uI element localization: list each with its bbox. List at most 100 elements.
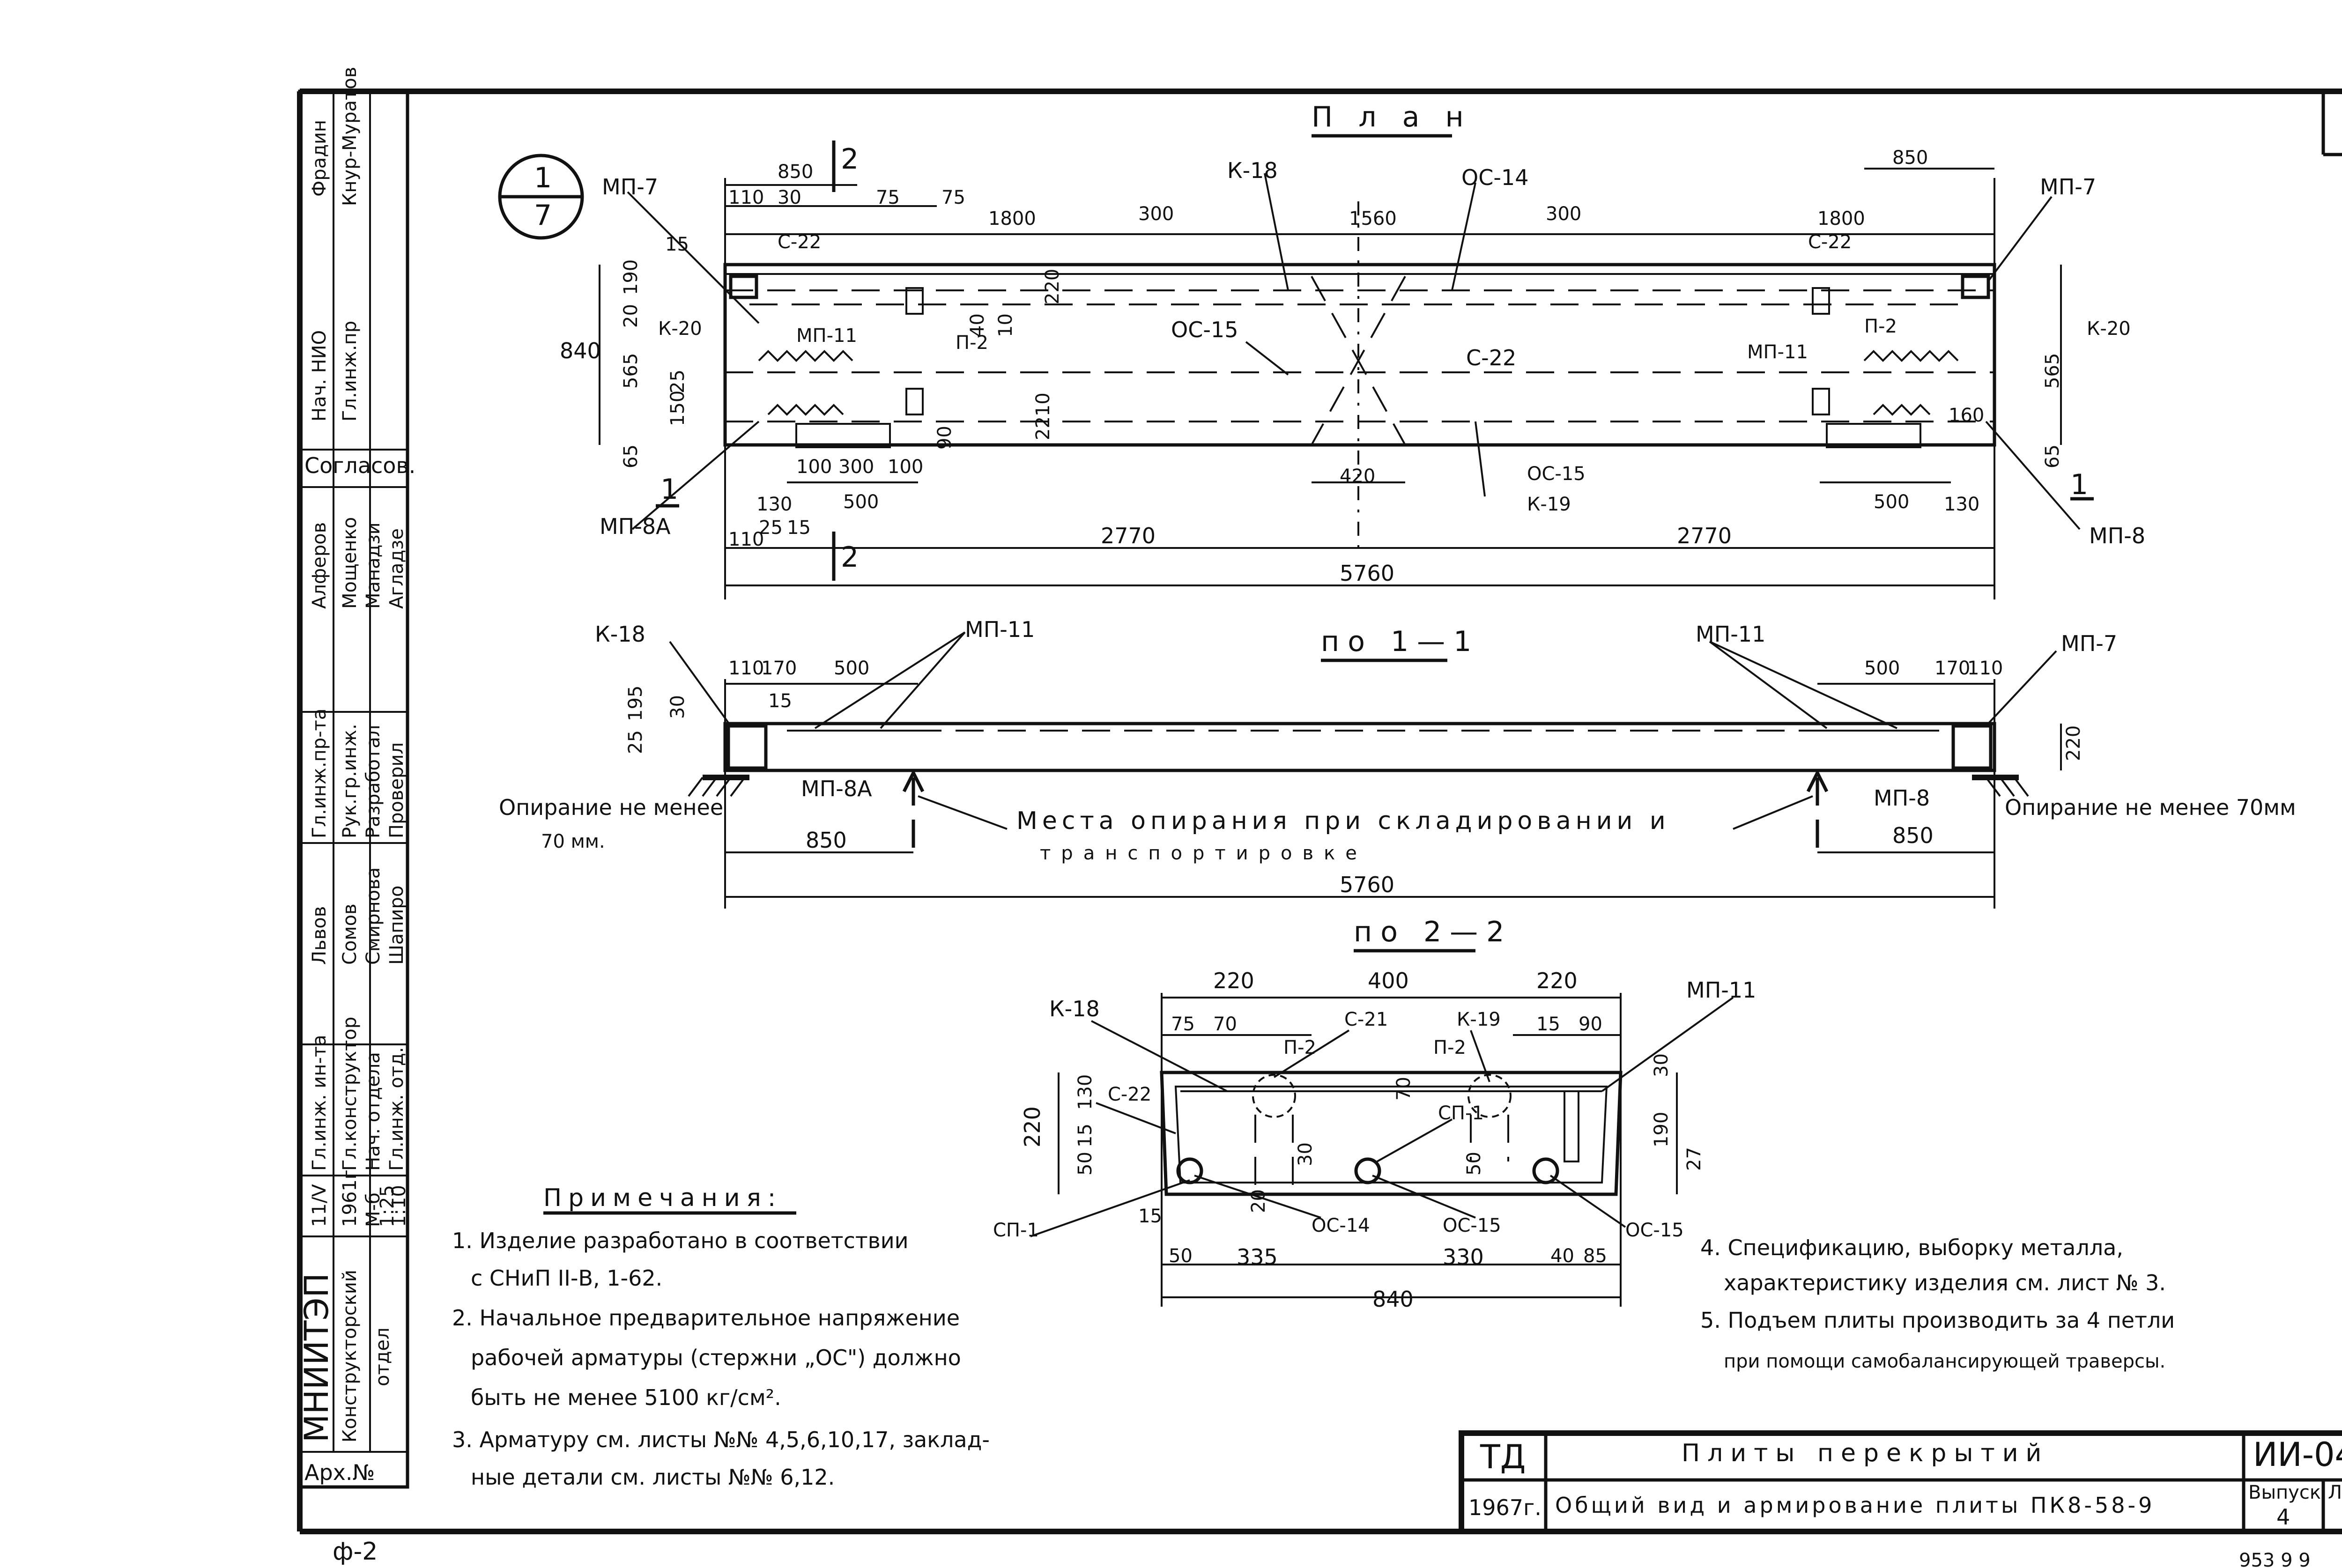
plan-callout-bottom: 7	[534, 199, 552, 232]
section22-title: по 2—2	[1354, 916, 1512, 948]
stamp-role-2: Нач. отдела	[363, 1052, 384, 1171]
plan-callout: 1 7	[498, 154, 584, 240]
plan-dim-850-r: 850	[1892, 147, 1928, 169]
section11-dims: 110 170 500 30 15 25 195 850 850 5760 22…	[625, 658, 2084, 897]
s22-label-p2b: П-2	[1433, 1037, 1466, 1058]
stamp-scale-3: 1:10	[388, 1185, 410, 1227]
plan-dim-40: 40	[967, 313, 988, 337]
stamp-name-3: Шапиро	[386, 886, 408, 965]
s11-label-k18: К-18	[595, 621, 645, 647]
s11-label-mp7: МП-7	[2061, 631, 2117, 656]
s22-dim-90: 90	[1579, 1013, 1602, 1035]
stamp-arch: Арх.№	[304, 1460, 375, 1485]
stamp-name-8: Фрадин	[309, 120, 330, 197]
s11-support-left-1: Опирание не менее	[499, 795, 723, 820]
s22-label-sp1a: СП-1	[1438, 1102, 1484, 1124]
plan-dim-850-l: 850	[778, 161, 813, 183]
section11-title: по 1—1	[1321, 625, 1480, 658]
plan-section-mark-s2-bottom: 2	[841, 541, 859, 574]
s22-dim-40: 40	[1550, 1245, 1574, 1267]
notes-title: Примечания:	[543, 1184, 782, 1212]
plan-label-mp8a: МП-8А	[600, 514, 671, 539]
stamp-role-8: Нач. НИО	[309, 330, 330, 422]
stamp-name-5: Мощенко	[339, 517, 361, 609]
s22-dim-50c: 50	[1169, 1245, 1193, 1267]
s11-dim-110: 110	[728, 658, 764, 679]
section11-body	[669, 631, 2062, 909]
tb-issue: 4	[2276, 1504, 2290, 1530]
plan-label-mp7-left: МП-7	[602, 174, 658, 200]
plan-dim-75b: 75	[941, 187, 965, 208]
s11-dim-110-r: 110	[1967, 658, 2003, 679]
plan-dim-500-l: 500	[843, 491, 879, 513]
plan-dim-75a: 75	[876, 187, 900, 208]
plan-dim-25b: 25	[759, 517, 783, 539]
plan-dim-5760: 5760	[1340, 561, 1394, 586]
plan-dim-2770-l: 2770	[1101, 523, 1156, 548]
plan-callout-top: 1	[534, 162, 552, 194]
s11-dim-170-r: 170	[1934, 658, 1970, 679]
plan-label-s22-left: С-22	[778, 231, 821, 253]
s22-dim-15a: 15	[1536, 1013, 1560, 1035]
note-5: 5. Подъем плиты производить за 4 петли	[1700, 1308, 2175, 1333]
s22-dim-30b: 30	[1295, 1142, 1316, 1166]
side-stamp	[298, 89, 409, 1489]
s22-label-sp1b: СП-1	[993, 1220, 1039, 1241]
plan-dim-840: 840	[560, 338, 601, 363]
plan-dim-220: 220	[1042, 269, 1063, 304]
plan-dim-65-l: 65	[620, 444, 642, 468]
plan-dim-10: 10	[995, 313, 1016, 337]
s22-label-os14: ОС-14	[1312, 1215, 1370, 1236]
s11-label-mp11-r: МП-11	[1696, 621, 1765, 647]
s11-dim-15: 15	[768, 690, 792, 712]
note-5b: при помощи самобалансирующей траверсы.	[1724, 1351, 2165, 1372]
note-3b: ные детали см. листы №№ 6,12.	[471, 1464, 835, 1490]
s22-dim-70a: 70	[1213, 1013, 1237, 1035]
s22-label-os15a: ОС-15	[1443, 1215, 1501, 1236]
plan-dim-190: 190	[620, 259, 642, 295]
note-2: 2. Начальное предварительное напряжение	[452, 1305, 960, 1331]
stamp-name-4: Алферов	[309, 522, 330, 609]
plan-label-k18: К-18	[1227, 158, 1278, 183]
stamp-date-2: 1961г	[339, 1169, 361, 1227]
s22-dim-15b: 15	[1075, 1124, 1096, 1147]
plan-dim-110: 110	[728, 187, 764, 208]
plan-dim-110b: 110	[728, 529, 764, 550]
s22-label-os15b: ОС-15	[1625, 1220, 1684, 1241]
s22-dim-190: 190	[1651, 1112, 1672, 1147]
s22-dim-85: 85	[1583, 1245, 1607, 1267]
note-2b: рабочей арматуры (стержни „ОС") должно	[471, 1345, 961, 1370]
plan-dim-130-r: 130	[1944, 494, 1979, 515]
s11-support-left-2: 70 мм.	[541, 831, 605, 852]
s11-dim-850-l: 850	[806, 828, 847, 853]
plan-section-mark-s2-top: 2	[841, 143, 859, 176]
plan-slab	[723, 201, 1996, 557]
s11-dim-170: 170	[761, 658, 797, 679]
s11-support-right: Опирание не менее 70мм	[2005, 795, 2296, 820]
stamp-name-6: Манадзи	[363, 522, 384, 609]
s22-dim-335: 335	[1237, 1244, 1278, 1270]
stamp-role-9: Гл.инж.пр	[339, 321, 361, 422]
stamp-dept-1: Конструкторский	[339, 1270, 361, 1442]
stamp-role-7: Проверил	[386, 742, 408, 838]
tb-name: Плиты перекрытий	[1682, 1439, 2049, 1467]
s11-dim-220: 220	[2063, 725, 2084, 761]
s22-dim-70b: 70	[1393, 1077, 1415, 1101]
s11-storage-2: транспортировке	[1040, 843, 1367, 864]
stamp-name-0: Львов	[309, 906, 330, 965]
s22-dim-27: 27	[1683, 1147, 1705, 1171]
s22-label-c21: С-21	[1344, 1009, 1388, 1030]
stamp-dept-2: отдел	[372, 1327, 393, 1386]
stamp-date-1: 11/V	[309, 1184, 330, 1227]
bottom-left-code: ф-2	[333, 1538, 378, 1566]
plan-section-mark-s1-left: 1	[660, 473, 678, 506]
plan-label-os14: ОС-14	[1461, 165, 1528, 190]
note-4: 4. Спецификацию, выборку металла,	[1700, 1235, 2123, 1260]
note-1b: с СНиП II-В, 1-62.	[471, 1265, 662, 1291]
stamp-name-2: Смирнова	[363, 867, 384, 965]
plan-label-k19: К-19	[1527, 494, 1571, 515]
plan-label-s22-right: С-22	[1808, 231, 1852, 253]
plan-label-os15-b: ОС-15	[1527, 463, 1586, 485]
plan-dim-565-r: 565	[2042, 353, 2063, 389]
